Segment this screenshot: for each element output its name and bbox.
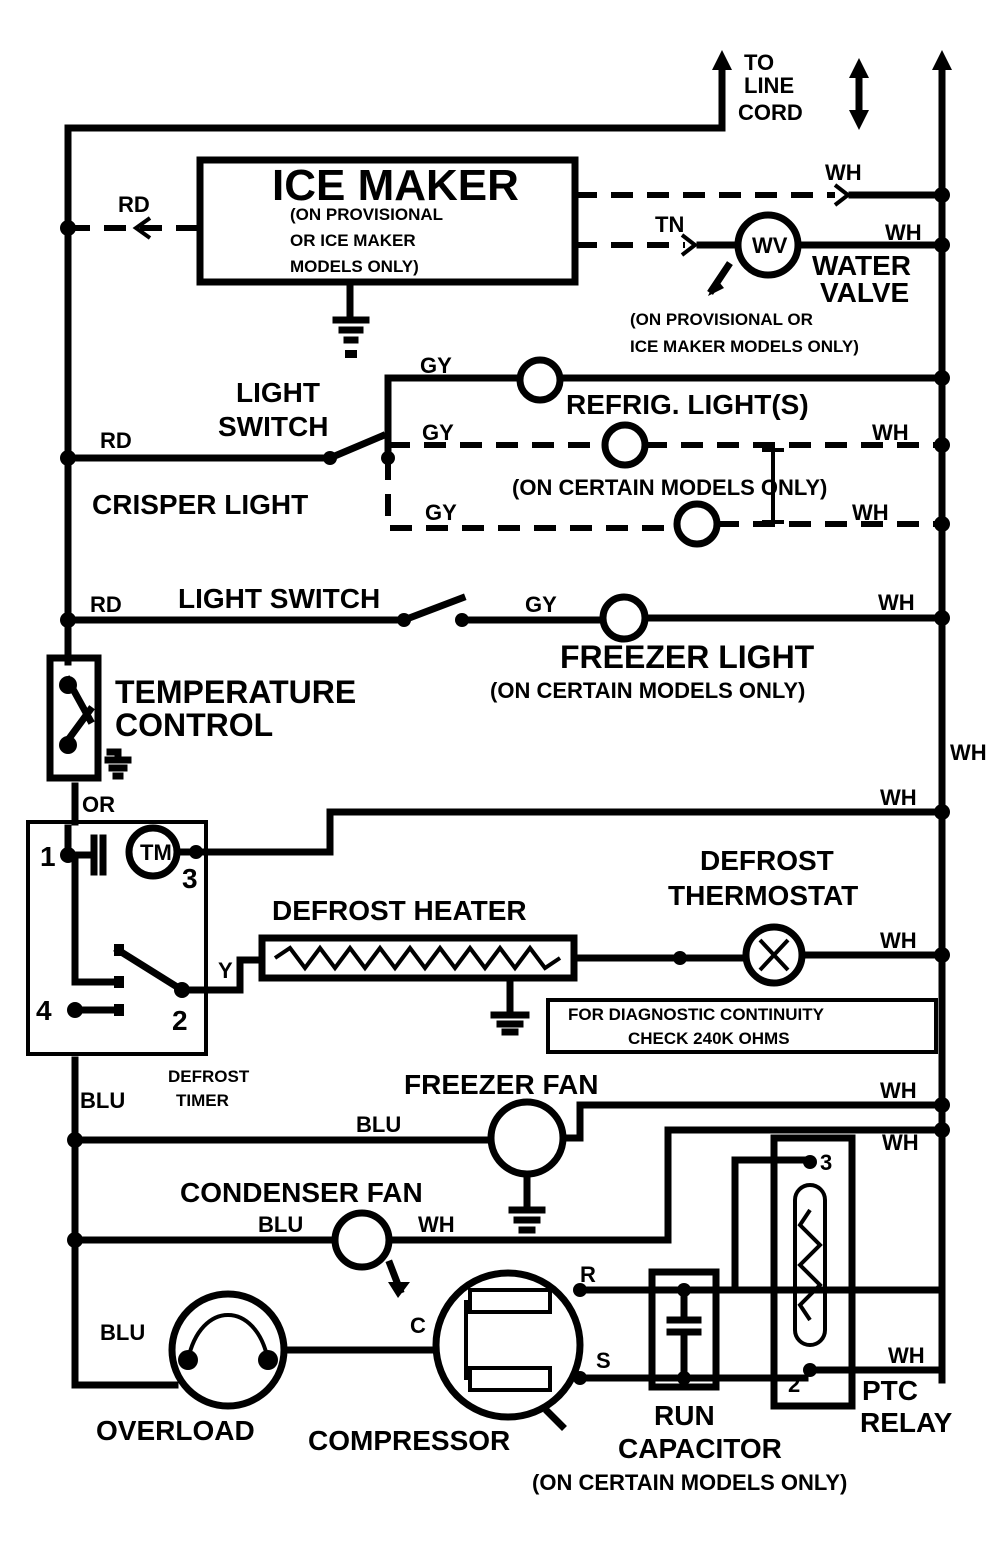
freezer-fan-label: FREEZER FAN xyxy=(404,1069,598,1100)
refrig-wire-gy-2: GY xyxy=(422,420,454,445)
compressor-terminal-r: R xyxy=(580,1262,596,1287)
ice-maker-note-2: OR ICE MAKER xyxy=(290,231,416,250)
overload-label: OVERLOAD xyxy=(96,1415,255,1446)
defrost-timer-label-1: DEFROST xyxy=(168,1067,250,1086)
water-valve-label-1: WATER xyxy=(812,250,911,281)
condenser-fan-wire-blu: BLU xyxy=(258,1212,303,1237)
timer-wire-wh: WH xyxy=(880,785,917,810)
ice-maker-note-3: MODELS ONLY) xyxy=(290,257,419,276)
defrost-heater-label: DEFROST HEATER xyxy=(272,895,527,926)
left-bus xyxy=(64,58,726,1389)
condenser-fan-wire-wh: WH xyxy=(418,1212,455,1237)
line-cord-label-1: TO xyxy=(744,50,774,75)
refrig-wire-wh-1: WH xyxy=(872,420,909,445)
freezer-light-note: (ON CERTAIN MODELS ONLY) xyxy=(490,678,805,703)
certain-models-note: (ON CERTAIN MODELS ONLY) xyxy=(512,475,827,500)
compressor xyxy=(432,1269,946,1431)
water-valve-note-1: (ON PROVISIONAL OR xyxy=(630,310,813,329)
timer-contacts xyxy=(114,944,124,1016)
light-switch-upper-1: LIGHT xyxy=(236,377,320,408)
defrost-thermostat-label-1: DEFROST xyxy=(700,845,834,876)
refrig-wire-gy-3: GY xyxy=(425,500,457,525)
temperature-control-label-2: CONTROL xyxy=(115,707,273,743)
run-capacitor-note: (ON CERTAIN MODELS ONLY) xyxy=(532,1470,847,1495)
refrig-wire-rd: RD xyxy=(100,428,132,453)
ice-maker-wire-rd: RD xyxy=(118,192,150,217)
condenser-fan-wire-wh-2: WH xyxy=(882,1130,919,1155)
ptc-terminal-3: 3 xyxy=(820,1150,832,1175)
water-valve-wire-wh: WH xyxy=(885,220,922,245)
overload-wire-blu: BLU xyxy=(100,1320,145,1345)
line-cord-label-2: LINE xyxy=(744,73,794,98)
freezer-light-switch-label: LIGHT SWITCH xyxy=(178,583,380,614)
defrost-thermostat xyxy=(546,923,946,1054)
run-capacitor-label-1: RUN xyxy=(654,1400,715,1431)
crisper-light-label: CRISPER LIGHT xyxy=(92,489,308,520)
defrost-timer-label-2: TIMER xyxy=(176,1091,229,1110)
line-cord-arrows xyxy=(712,50,952,130)
timer-terminal-3: 3 xyxy=(182,863,198,894)
temperature-control-label-1: TEMPERATURE xyxy=(115,674,356,710)
ptc-relay xyxy=(731,1134,946,1410)
condenser-fan-label: CONDENSER FAN xyxy=(180,1177,423,1208)
freezer-light-label: FREEZER LIGHT xyxy=(560,639,815,675)
right-bus-wire-wh: WH xyxy=(950,740,987,765)
defrost-timer xyxy=(26,808,946,1056)
heater-wire-y: Y xyxy=(218,958,233,983)
water-valve-note-2: ICE MAKER MODELS ONLY) xyxy=(630,337,859,356)
refrig-wire-gy-1: GY xyxy=(420,353,452,378)
ice-maker xyxy=(68,156,946,358)
timer-motor: TM xyxy=(140,840,172,865)
ice-maker-wire-wh: WH xyxy=(825,160,862,185)
water-valve-coil: WV xyxy=(752,233,788,258)
freezer-fan-wire-blu: BLU xyxy=(356,1112,401,1137)
ptc-relay-label-1: PTC xyxy=(862,1375,918,1406)
condenser-fan xyxy=(71,1126,946,1298)
timer-wire-blu: BLU xyxy=(80,1088,125,1113)
freezer-fan xyxy=(71,1098,946,1234)
thermostat-wire-wh: WH xyxy=(880,928,917,953)
defrost-heater xyxy=(258,934,752,1036)
temp-control-wire-or: OR xyxy=(82,792,115,817)
freezer-wire-rd: RD xyxy=(90,592,122,617)
run-capacitor xyxy=(648,1268,720,1391)
ice-maker-title: ICE MAKER xyxy=(272,161,519,210)
timer-terminal-2: 2 xyxy=(172,1005,188,1036)
freezer-fan-wire-wh: WH xyxy=(880,1078,917,1103)
defrost-thermostat-label-2: THERMOSTAT xyxy=(668,880,858,911)
thermostat-note-1: FOR DIAGNOSTIC CONTINUITY xyxy=(568,1005,825,1024)
timer-terminal-1: 1 xyxy=(40,841,56,872)
ptc-wire-wh: WH xyxy=(888,1343,925,1368)
compressor-terminal-c: C xyxy=(410,1313,426,1338)
water-valve xyxy=(707,211,946,296)
compressor-label: COMPRESSOR xyxy=(308,1425,510,1456)
refrig-wire-wh-2: WH xyxy=(852,500,889,525)
refrig-light-circuit xyxy=(64,356,946,548)
run-capacitor-label-2: CAPACITOR xyxy=(618,1433,782,1464)
ptc-terminal-2: 2 xyxy=(788,1372,800,1397)
line-cord-label-3: CORD xyxy=(738,100,803,125)
light-switch-upper-2: SWITCH xyxy=(218,411,328,442)
ice-maker-note-1: (ON PROVISIONAL xyxy=(290,205,443,224)
junction-dots xyxy=(59,187,950,1385)
ptc-relay-label-2: RELAY xyxy=(860,1407,953,1438)
freezer-wire-gy: GY xyxy=(525,592,557,617)
freezer-wire-wh: WH xyxy=(878,590,915,615)
thermostat-note-2: CHECK 240K OHMS xyxy=(628,1029,790,1048)
water-valve-wire-tn: TN xyxy=(655,212,684,237)
overload xyxy=(168,1290,444,1410)
water-valve-label-2: VALVE xyxy=(820,277,909,308)
timer-terminal-4: 4 xyxy=(36,995,52,1026)
refrig-light-label: REFRIG. LIGHT(S) xyxy=(566,389,809,420)
compressor-terminal-s: S xyxy=(596,1348,611,1373)
freezer-light-circuit xyxy=(64,593,946,643)
